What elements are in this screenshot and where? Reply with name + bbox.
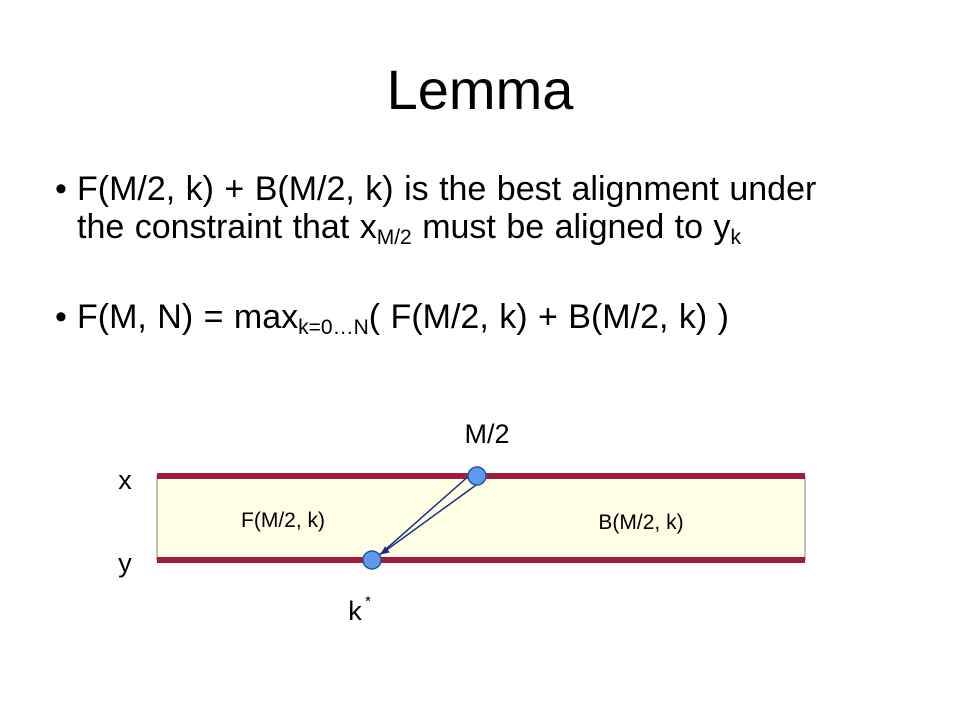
bullet-text: F(M/2, k) + B(M/2, k) is the best alignm… — [77, 170, 817, 208]
midpoint-node — [467, 466, 487, 486]
bullet-line: the constraint that xM/2 must be aligned… — [77, 208, 915, 249]
kstar-label: k — [348, 596, 362, 626]
bullet-line: F(M, N) = maxk=0…N( F(M/2, k) + B(M/2, k… — [77, 298, 915, 339]
y-sequence-label: y — [118, 548, 132, 578]
kstar-superscript: * — [365, 593, 371, 610]
forward-score-label: F(M/2, k) — [241, 509, 325, 532]
slide-title: Lemma — [386, 58, 574, 121]
bullet-list: • F(M/2, k) + B(M/2, k) is the best alig… — [55, 170, 915, 339]
bullet-text: F(M, N) = max — [77, 298, 299, 336]
bullet-line: F(M/2, k) + B(M/2, k) is the best alignm… — [77, 170, 915, 208]
alignment-arrow — [380, 479, 484, 555]
backward-score-label: B(M/2, k) — [598, 511, 683, 534]
bullet-text: must be aligned to y — [411, 208, 731, 246]
bullet-item: • F(M/2, k) + B(M/2, k) is the best alig… — [55, 170, 915, 249]
subscript: M/2 — [376, 226, 412, 249]
bullet-text: the constraint that x — [77, 208, 377, 246]
kstar-node — [362, 550, 382, 570]
alignment-path — [376, 473, 472, 558]
bullet-text: ( F(M/2, k) + B(M/2, k) ) — [368, 298, 729, 336]
subscript: k=0…N — [298, 316, 369, 339]
bullet-dot: • — [55, 298, 67, 336]
x-sequence-label: x — [118, 465, 132, 495]
subscript: k — [730, 226, 742, 249]
bullet-dot: • — [55, 170, 67, 208]
bullet-item: • F(M, N) = maxk=0…N( F(M/2, k) + B(M/2,… — [55, 298, 915, 339]
midpoint-label: M/2 — [464, 419, 509, 449]
